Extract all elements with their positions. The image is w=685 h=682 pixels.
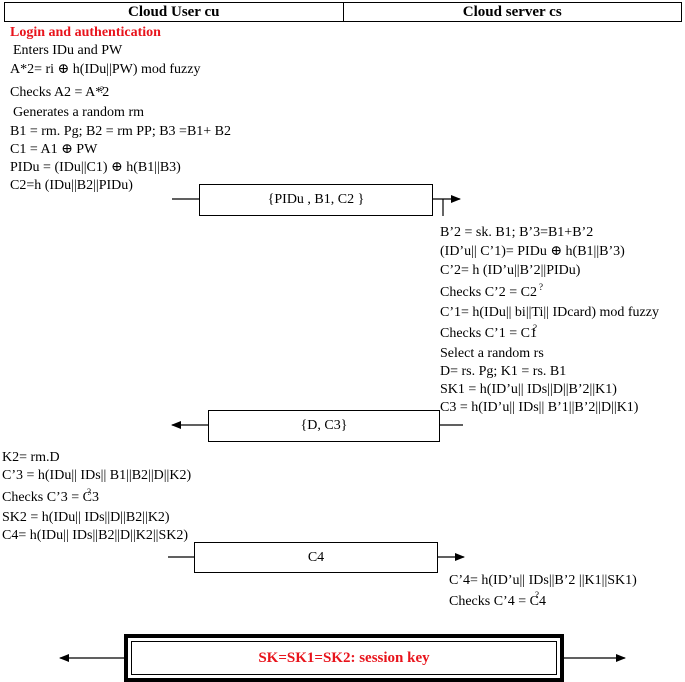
- user-step: C1 = A1 ⊕ PW: [10, 142, 98, 157]
- user-step: SK2 = h(IDu|| IDs||D||B2||K2): [2, 510, 170, 525]
- server-step: C3 = h(ID’u|| IDs|| B’1||B’2||D||K1): [440, 400, 639, 415]
- table-header: Cloud User cu Cloud server cs: [4, 2, 682, 22]
- server-step: C’2= h (ID’u||B’2||PIDu): [440, 263, 581, 278]
- session-key-box: SK=SK1=SK2: session key: [124, 634, 564, 682]
- server-step: (ID’u|| C’1)= PIDu ⊕ h(B1||B’3): [440, 244, 625, 259]
- server-step: Select a random rs: [440, 346, 544, 361]
- user-step: Generates a random rm: [13, 105, 144, 120]
- user-step: Checks A2 = A*2: [10, 85, 110, 100]
- user-step: K2= rm.D: [2, 450, 60, 465]
- question-mark: ?: [535, 590, 539, 600]
- server-step: Checks C’2 = C2: [440, 285, 537, 300]
- user-step: C2=h (IDu||B2||PIDu): [10, 178, 133, 193]
- server-step: Checks C’1 = C1: [440, 326, 537, 341]
- message-1-box: {PIDu , B1, C2 }: [199, 184, 433, 216]
- server-step: B’2 = sk. B1; B’3=B1+B’2: [440, 225, 594, 240]
- question-mark: ?: [539, 282, 543, 292]
- message-1-label: {PIDu , B1, C2 }: [267, 192, 365, 207]
- server-column-header: Cloud server cs: [462, 4, 562, 20]
- server-step: C’4= h(ID’u|| IDs||B’2 ||K1||SK1): [449, 573, 637, 588]
- user-step: B1 = rm. Pg; B2 = rm PP; B3 =B1+ B2: [10, 124, 232, 139]
- question-mark: ?: [533, 323, 537, 333]
- phase-title: Login and authentication: [10, 25, 161, 40]
- user-step: Checks C’3 = C3: [2, 490, 99, 505]
- user-step: Enters IDu and PW: [13, 43, 123, 58]
- server-step: D= rs. Pg; K1 = rs. B1: [440, 364, 567, 379]
- message-3-box: C4: [194, 542, 438, 573]
- session-key-label: SK=SK1=SK2: session key: [131, 641, 557, 675]
- server-step: SK1 = h(ID’u|| IDs||D||B’2||K1): [440, 382, 617, 397]
- user-step: C’3 = h(IDu|| IDs|| B1||B2||D||K2): [2, 468, 192, 483]
- message-3-label: C4: [307, 549, 325, 565]
- server-step: C’1= h(IDu|| bi||Ti|| IDcard) mod fuzzy: [440, 305, 659, 320]
- server-step: Checks C’4 = C4: [449, 594, 546, 609]
- message-2-label: {D, C3}: [300, 418, 348, 433]
- user-column-header: Cloud User cu: [5, 3, 344, 21]
- user-step: A*2= ri ⊕ h(IDu||PW) mod fuzzy: [10, 62, 201, 77]
- user-step: C4= h(IDu|| IDs||B2||D||K2||SK2): [2, 528, 189, 543]
- question-mark: ?: [87, 487, 91, 497]
- user-step: PIDu = (IDu||C1) ⊕ h(B1||B3): [10, 160, 181, 175]
- message-2-box: {D, C3}: [208, 410, 440, 442]
- question-mark: ?: [100, 85, 104, 95]
